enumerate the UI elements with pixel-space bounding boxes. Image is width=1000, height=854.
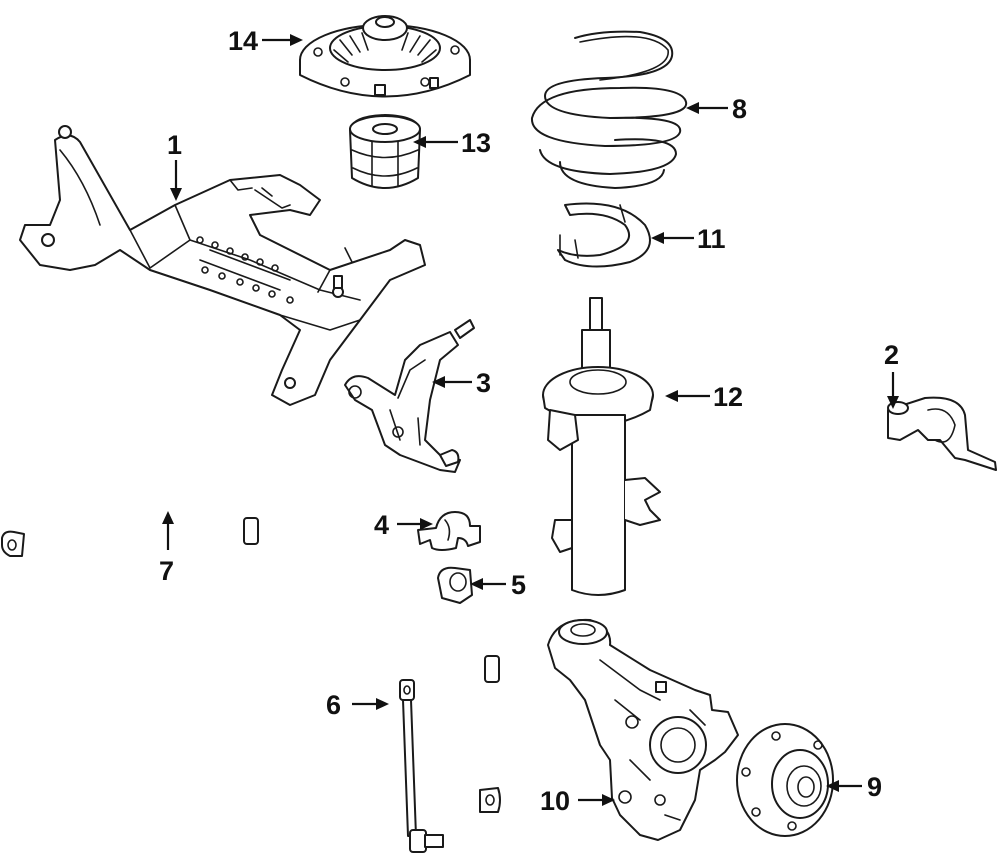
callout-6: 6 xyxy=(326,690,389,720)
part-subframe xyxy=(19,125,426,406)
callout-13: 13 xyxy=(413,128,491,158)
part-control-arm xyxy=(344,319,475,473)
callout-number-6: 6 xyxy=(326,690,341,720)
callout-2: 2 xyxy=(884,340,899,409)
part-stabilizer-bracket xyxy=(417,511,481,551)
callout-number-5: 5 xyxy=(511,570,526,600)
part-coil-spring xyxy=(530,30,688,189)
callout-number-13: 13 xyxy=(461,128,491,158)
part-bushing-bracket xyxy=(887,396,997,471)
callout-number-12: 12 xyxy=(713,382,743,412)
part-hub-bearing xyxy=(736,723,834,837)
callout-11: 11 xyxy=(651,224,726,254)
callout-5: 5 xyxy=(470,570,526,600)
part-strut-mount xyxy=(299,15,471,98)
part-stabilizer-link xyxy=(399,679,444,853)
part-stabilizer-bar xyxy=(1,484,536,813)
part-stabilizer-bushing xyxy=(437,566,473,604)
callout-1: 1 xyxy=(167,130,182,201)
callout-number-7: 7 xyxy=(159,556,174,586)
callout-number-10: 10 xyxy=(540,786,570,816)
callout-number-14: 14 xyxy=(228,26,258,56)
callout-14: 14 xyxy=(228,26,303,56)
callout-12: 12 xyxy=(665,382,743,412)
callout-number-1: 1 xyxy=(167,130,182,160)
callout-7: 7 xyxy=(159,511,174,586)
callout-3: 3 xyxy=(432,368,491,398)
callout-number-3: 3 xyxy=(476,368,491,398)
callout-4: 4 xyxy=(374,510,433,540)
callout-8: 8 xyxy=(686,94,747,124)
callout-number-4: 4 xyxy=(374,510,389,540)
part-bump-stop xyxy=(349,114,421,189)
callout-number-9: 9 xyxy=(867,772,882,802)
part-strut xyxy=(542,297,661,596)
part-spring-seat xyxy=(557,202,651,268)
callout-10: 10 xyxy=(540,786,615,816)
callout-9: 9 xyxy=(826,772,882,802)
callout-number-2: 2 xyxy=(884,340,899,370)
part-knuckle xyxy=(547,618,739,841)
callout-number-11: 11 xyxy=(697,224,726,254)
callout-number-8: 8 xyxy=(732,94,747,124)
